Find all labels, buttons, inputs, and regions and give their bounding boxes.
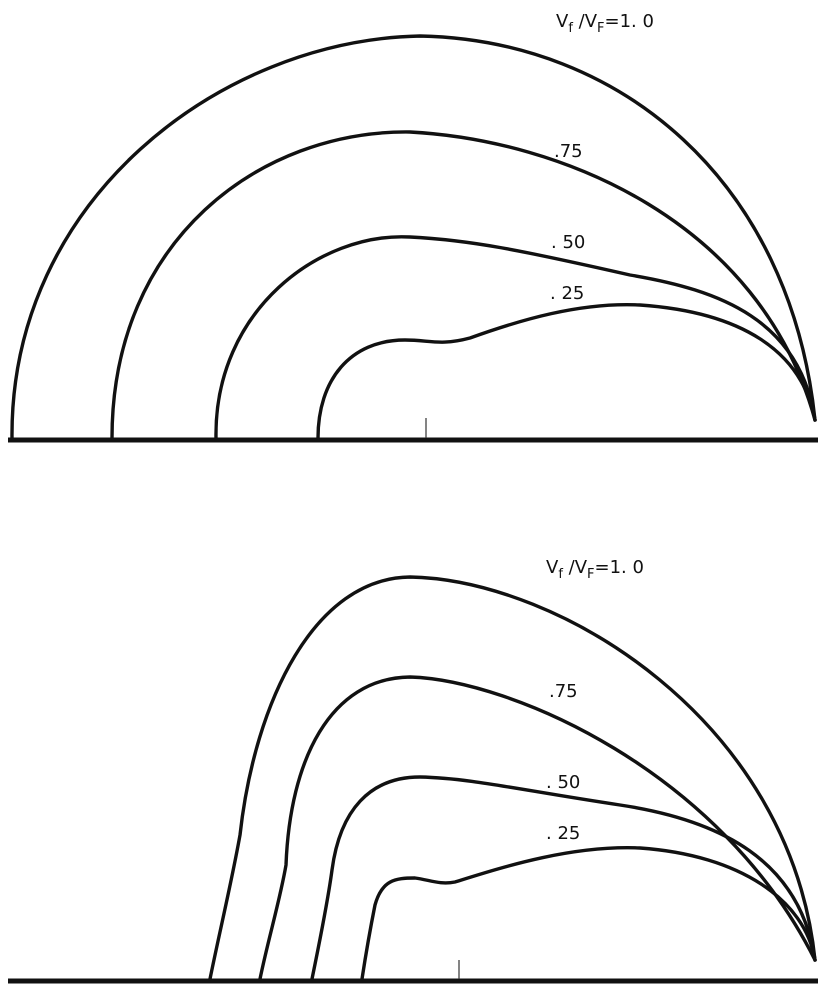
top-curve-0-50 xyxy=(214,235,817,440)
top-label-0-50: . 50 xyxy=(551,232,585,253)
bottom-curve-0-75 xyxy=(258,675,817,981)
bottom-label-0-75: .75 xyxy=(549,681,578,702)
bottom-curve-0-50 xyxy=(310,775,817,981)
top-panel: Vf /VF=1. 0 .75 . 50 . 25 xyxy=(8,11,818,443)
top-curve-1-0 xyxy=(10,34,817,440)
top-curve-0-75 xyxy=(110,130,817,440)
bottom-panel: Vf /VF=1. 0 .75 . 50 . 25 xyxy=(8,557,818,984)
top-label-0-75: .75 xyxy=(554,141,583,162)
top-label-0-25: . 25 xyxy=(550,283,584,304)
bottom-curve-1-0 xyxy=(208,575,817,981)
top-label-1-0: Vf /VF=1. 0 xyxy=(556,11,654,36)
bottom-label-0-50: . 50 xyxy=(546,772,580,793)
top-curve-0-25 xyxy=(316,302,817,440)
bottom-label-0-25: . 25 xyxy=(546,823,580,844)
bottom-curve-0-25 xyxy=(360,846,817,981)
bottom-label-1-0: Vf /VF=1. 0 xyxy=(546,557,644,582)
